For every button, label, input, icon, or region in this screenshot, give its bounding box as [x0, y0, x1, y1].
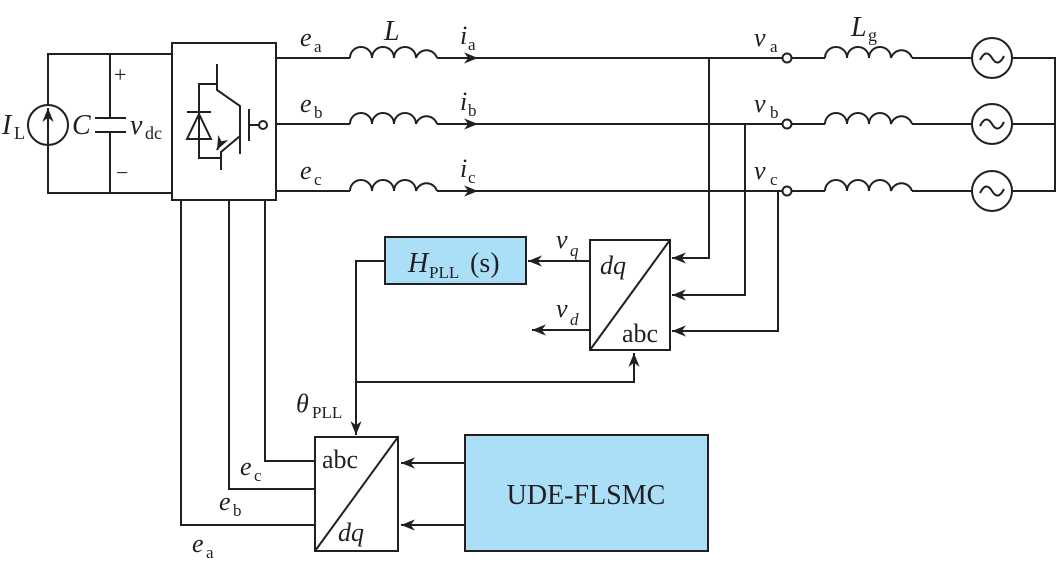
phases-0-e-label: e: [300, 23, 312, 52]
phases-1-e_sub-label: b: [233, 501, 242, 520]
pll-block_arg-label: (s): [470, 248, 500, 279]
pll-theta_sub-label: PLL: [312, 403, 342, 422]
phases-1-e-label: e: [300, 89, 312, 118]
phases-2-e_sub-label: c: [254, 466, 262, 485]
current-source-sub: L: [14, 123, 25, 143]
pll-vq-label: v: [556, 225, 568, 254]
vdc-sub: dc: [145, 123, 162, 143]
filter-inductor-label: L: [383, 16, 400, 47]
filter-inductor-icons: [349, 46, 438, 192]
transform_top-upper-label: dq: [600, 251, 626, 280]
phases-2-i_sub-label: c: [468, 168, 476, 187]
phases-1-v_sub-label: b: [770, 103, 779, 122]
vdc-label: v: [130, 110, 143, 141]
phases-0-e_sub-label: a: [206, 543, 214, 562]
phases-2-v_sub-label: c: [770, 170, 778, 189]
minus-sign: −: [116, 160, 128, 185]
transform_top-lower-label: abc: [622, 319, 658, 348]
phases-0-i-label: i: [460, 21, 467, 50]
plus-sign: +: [114, 62, 126, 87]
phases-2-e-label: e: [300, 156, 312, 185]
dq-to-abc-transform-block: abc dq: [314, 436, 399, 552]
grid-side: L g: [781, 12, 1056, 212]
phases-1-e-label: e: [219, 487, 231, 516]
phases-2-e_sub-label: c: [314, 170, 322, 189]
phases-0-i_sub-label: a: [468, 35, 476, 54]
pll-vd-label: v: [556, 294, 568, 323]
phases-2-e-label: e: [240, 452, 252, 481]
pll-block-label: H: [407, 248, 430, 279]
inverter-bridge: [171, 42, 277, 201]
current-source-icon: [27, 104, 69, 146]
controller-label-label: UDE-FLSMC: [507, 480, 666, 511]
grid-inductor-label: L: [850, 12, 867, 43]
pll-block_sub-label: PLL: [429, 263, 459, 282]
ac-source-icons: [971, 37, 1013, 212]
transform_bottom-upper-label: abc: [322, 445, 358, 474]
voltage-taps: [672, 58, 779, 337]
phases-0-v-label: v: [754, 23, 766, 52]
phases-1-i_sub-label: b: [468, 101, 477, 120]
phases-1-i-label: i: [460, 87, 467, 116]
phases-2-i-label: i: [460, 154, 467, 183]
dc-link: I L C v dc + −: [1, 53, 172, 194]
pll-vq_sub-label: q: [570, 241, 579, 260]
phases-1-v-label: v: [754, 89, 766, 118]
ude-flsmc-controller: UDE-FLSMC: [401, 434, 709, 552]
abc-to-dq-transform-block: dq abc: [589, 239, 671, 351]
grid-inductor-sub: g: [868, 25, 877, 45]
phases-0-e-label: e: [192, 529, 204, 558]
phases-1-e_sub-label: b: [314, 103, 323, 122]
theta-pll-label: θ: [296, 389, 309, 418]
current-source-label: I: [1, 110, 13, 141]
phase-lines: L L g: [276, 12, 1056, 212]
phases-0-e_sub-label: a: [314, 37, 322, 56]
pll-vd_sub-label: d: [570, 310, 579, 329]
igbt-icon: [185, 64, 268, 170]
phases-2-v-label: v: [754, 156, 766, 185]
phases-0-v_sub-label: a: [770, 37, 778, 56]
capacitor-label: C: [72, 110, 91, 141]
transform_bottom-lower-label: dq: [338, 518, 364, 547]
